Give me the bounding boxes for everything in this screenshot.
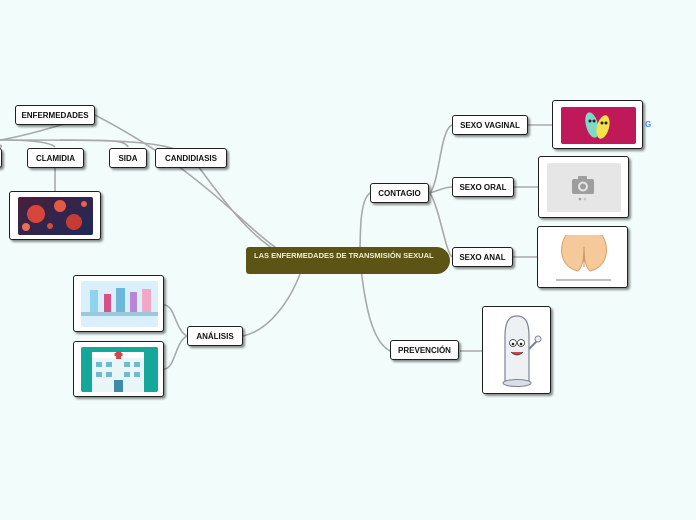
hospital-illustration: [81, 347, 158, 392]
node-sexo-oral[interactable]: SEXO ORAL: [452, 177, 514, 197]
node-sexo-vaginal[interactable]: SEXO VAGINAL: [452, 115, 528, 135]
image-anal[interactable]: [537, 226, 628, 288]
node-offscreen-left[interactable]: [0, 148, 2, 168]
google-icon: G: [645, 120, 652, 129]
node-prevencion[interactable]: PREVENCIÓN: [390, 340, 459, 360]
node-analisis[interactable]: ANÁLISIS: [187, 326, 243, 346]
condom-mascot-illustration: [502, 315, 542, 387]
node-sida[interactable]: SIDA: [109, 148, 147, 168]
node-enfermedades[interactable]: ENFERMEDADES: [15, 105, 95, 125]
image-lab[interactable]: [73, 275, 164, 332]
node-contagio[interactable]: CONTAGIO: [370, 183, 429, 203]
central-topic[interactable]: LAS ENFERMEDADES DE TRANSMISIÓN SEXUAL: [246, 247, 450, 274]
node-candidiasis[interactable]: CANDIDIASIS: [155, 148, 227, 168]
laboratory-illustration: [81, 281, 158, 327]
image-hospital[interactable]: [73, 341, 164, 397]
image-condom[interactable]: [482, 306, 551, 394]
bacteria-cartoon-illustration: [561, 107, 636, 144]
node-clamidia[interactable]: CLAMIDIA: [27, 148, 84, 168]
virus-illustration: [18, 197, 93, 235]
node-sexo-anal[interactable]: SEXO ANAL: [452, 247, 513, 267]
image-virus[interactable]: [9, 191, 101, 240]
image-vaginal[interactable]: [552, 100, 643, 149]
buttocks-illustration: [556, 234, 611, 281]
image-oral[interactable]: [538, 156, 629, 218]
camera-placeholder-icon: [547, 163, 621, 212]
